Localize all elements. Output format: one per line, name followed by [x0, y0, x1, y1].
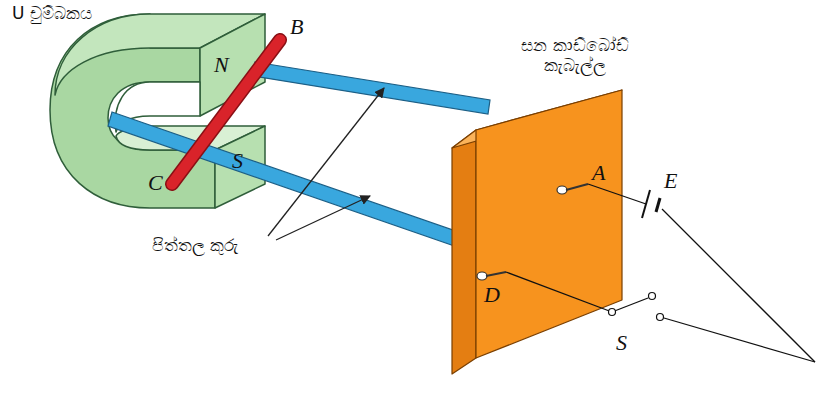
pole-letter: N	[214, 52, 229, 77]
brass-rods	[108, 62, 490, 250]
terminal-letter: A	[592, 160, 605, 185]
switch-symbol	[609, 293, 664, 321]
leader-lines	[268, 88, 384, 240]
rod-end-letter: B	[290, 14, 303, 39]
switch-letter: S	[616, 330, 627, 355]
pole-letter: S	[232, 148, 243, 173]
battery-symbol	[642, 190, 660, 218]
cardboard-block	[452, 90, 622, 374]
copper-rod-face	[172, 40, 280, 184]
terminal-letter: D	[484, 282, 500, 307]
rod-end-letter: C	[148, 170, 163, 195]
terminals	[477, 184, 588, 280]
copper-rod	[172, 40, 280, 184]
battery-letter: E	[664, 168, 677, 193]
part-label: පිත්තල කුරු	[152, 236, 238, 256]
part-label: U චුම්බකය	[12, 4, 92, 24]
circuit-wires	[506, 184, 815, 362]
part-label: සන කාඩ්බෝඩ් කැබැල්ල	[500, 36, 650, 75]
